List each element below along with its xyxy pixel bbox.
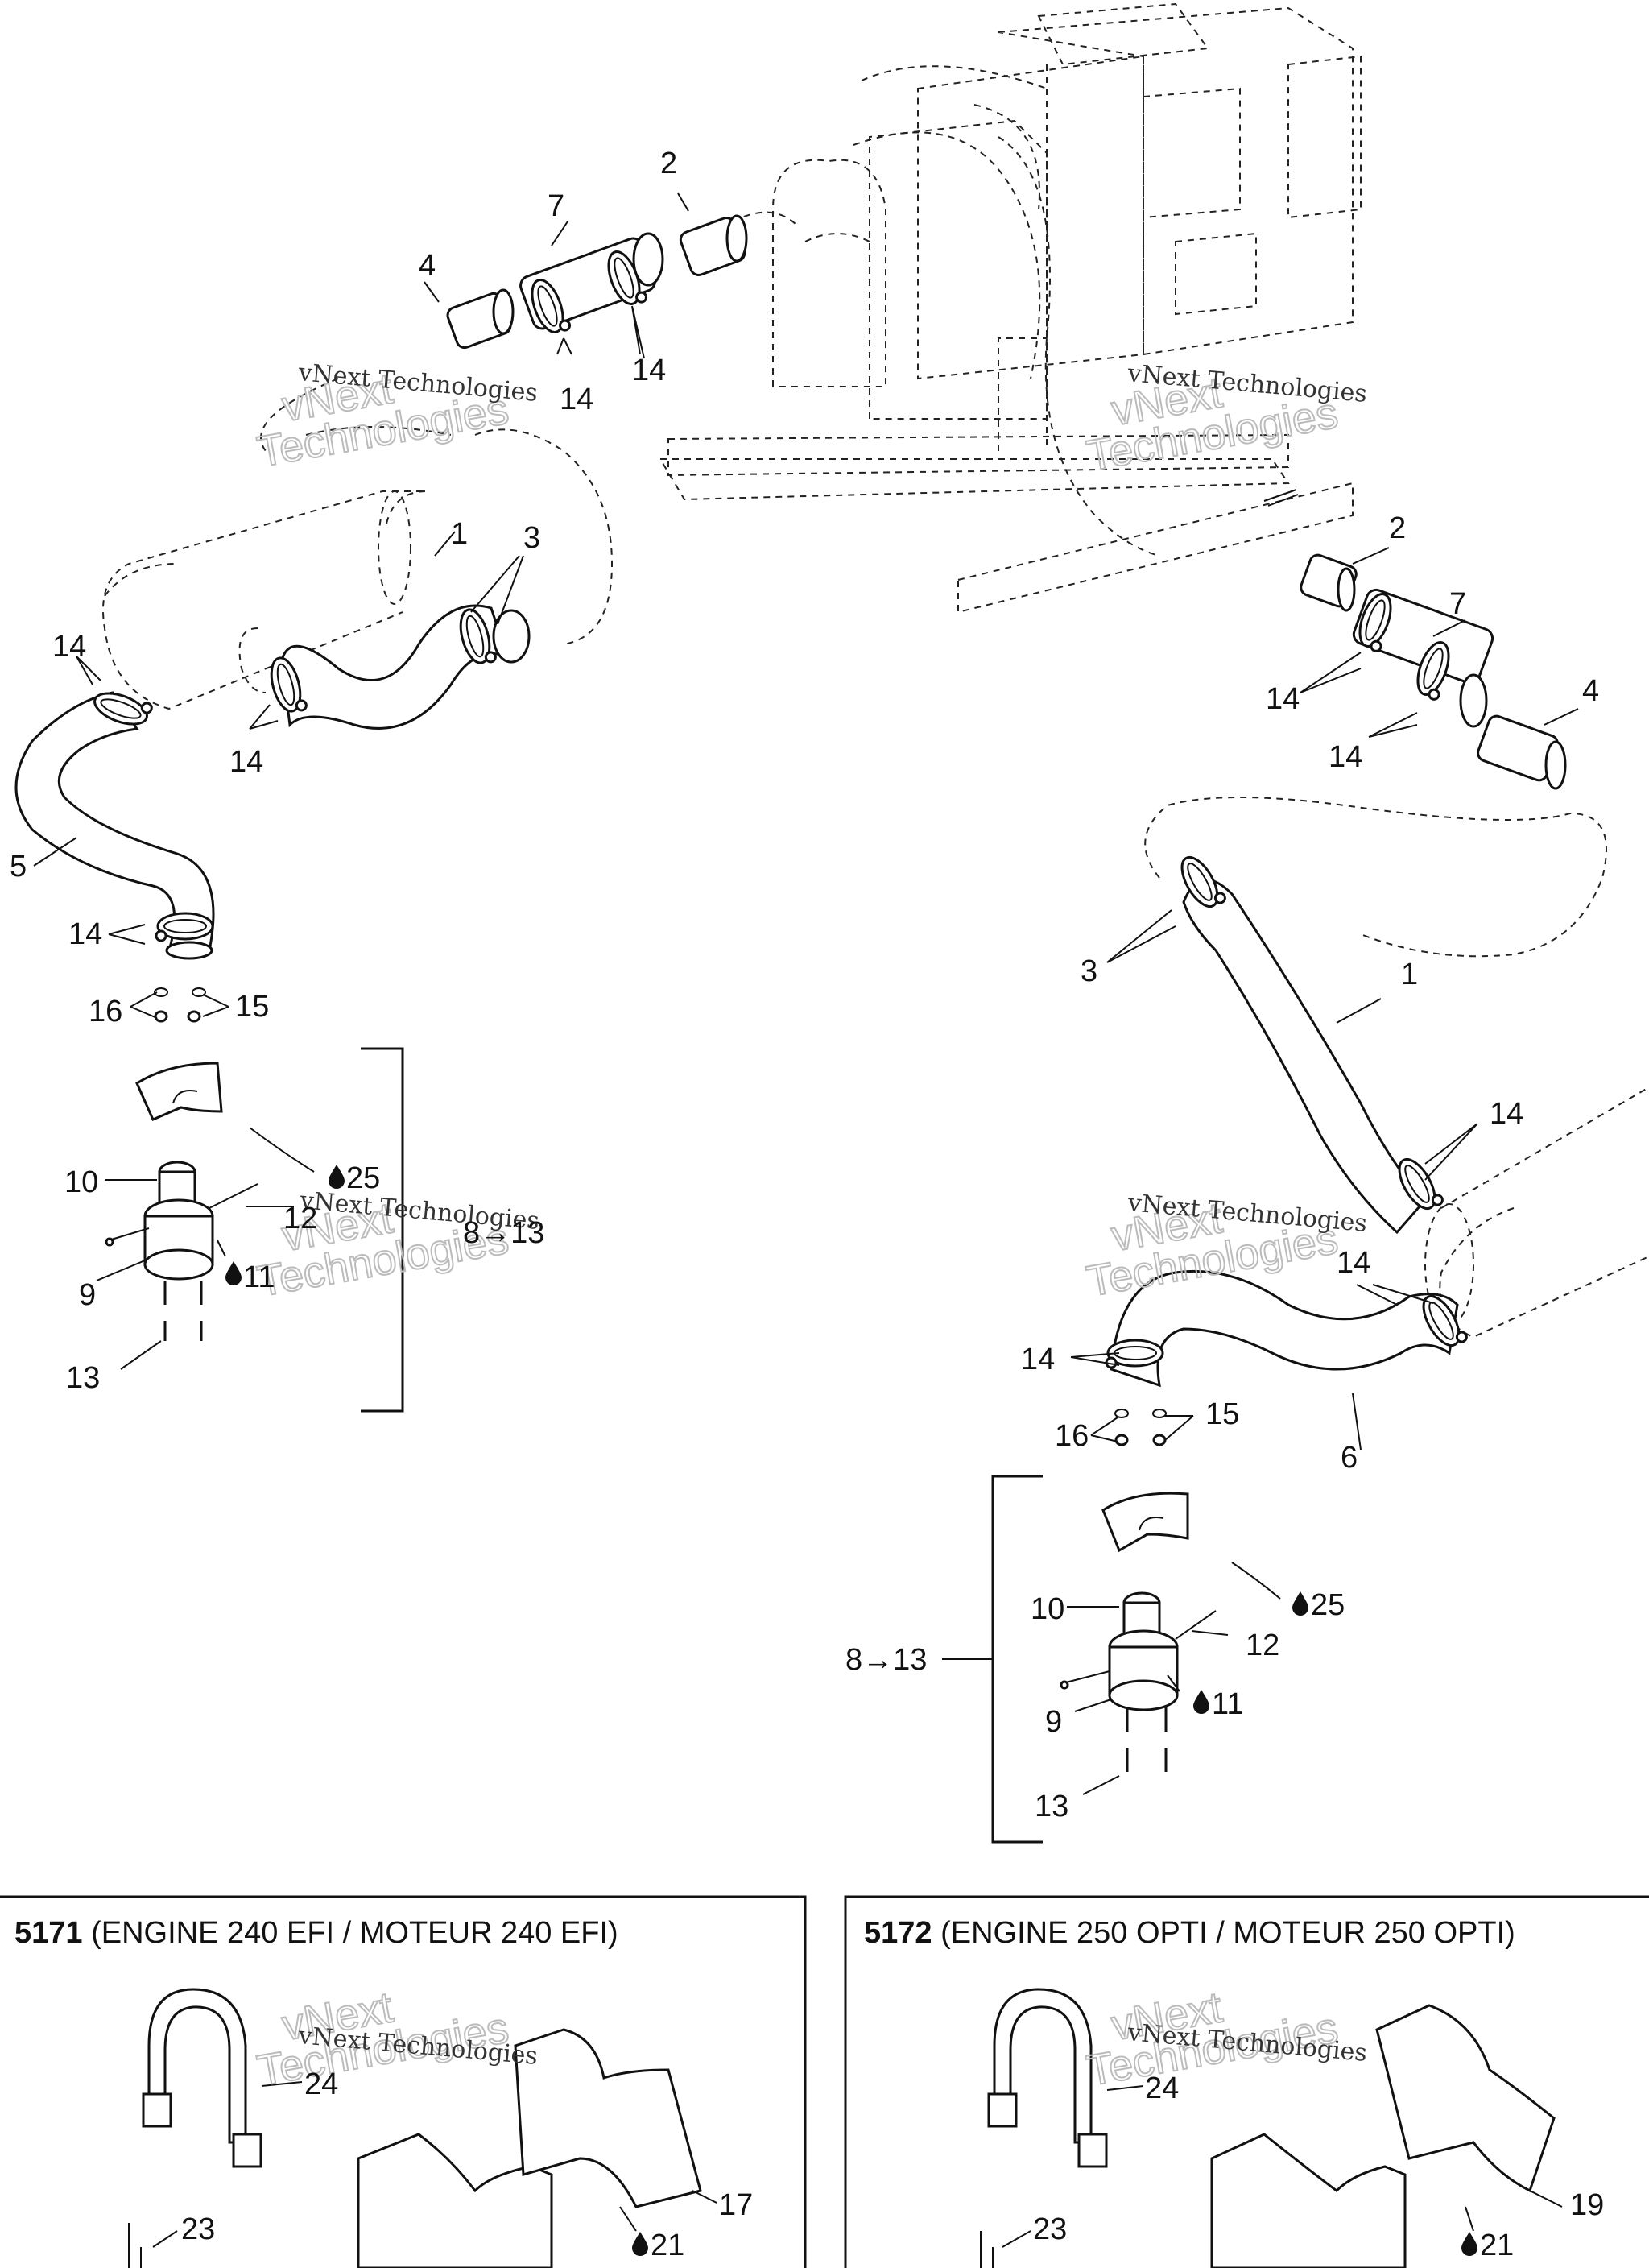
panel-5171: 5171 (ENGINE 240 EFI / MOTEUR 240 EFI) [0,1895,807,2268]
coupler-assembly-left [424,192,748,359]
callout-range-8-13: 8→13 [845,1643,927,1677]
callout-7: 7 [548,189,564,223]
callout-24: 24 [304,2067,338,2101]
callout-1: 1 [1401,958,1418,991]
callout-23: 23 [181,2212,215,2246]
callout-25: 25 [346,1161,380,1195]
callout-11: 11 [243,1260,275,1294]
oil-drop-icon [1292,1591,1308,1616]
callout-14: 14 [1490,1097,1523,1131]
callout-7: 7 [1449,587,1466,621]
callout-24: 24 [1145,2071,1179,2105]
callout-21: 21 [1480,2229,1514,2262]
panel-5171-title: 5171 (ENGINE 240 EFI / MOTEUR 240 EFI) [14,1916,618,1950]
callout-11: 11 [1212,1687,1243,1721]
oil-drop-icon [1461,2232,1477,2256]
callout-13: 13 [1035,1790,1068,1823]
callout-17: 17 [719,2188,753,2222]
callout-3: 3 [523,521,540,555]
callout-14: 14 [1021,1343,1055,1376]
callout-16: 16 [1055,1419,1089,1453]
muffler-assembly-left [14,378,614,960]
callout-range-8-13: 8→13 [463,1216,544,1250]
callout-12: 12 [283,1202,317,1235]
callout-14: 14 [560,383,593,416]
panel-5172: 5172 (ENGINE 250 OPTI / MOTEUR 250 OPTI) [844,1895,1649,2268]
callout-4: 4 [1582,674,1599,708]
callout-16: 16 [89,995,122,1028]
callout-10: 10 [1031,1592,1064,1626]
engine-outline [659,2,1362,614]
callout-14: 14 [632,354,666,387]
oil-drop-icon [1193,1690,1209,1714]
oil-drop-icon [632,2232,648,2256]
callouts: 2 7 4 14 14 1 3 14 14 5 14 16 15 10 25 1… [10,147,1604,2262]
callout-1: 1 [451,517,468,551]
coupler-assembly-right [1300,547,1579,790]
callout-2: 2 [660,147,677,180]
callout-19: 19 [1570,2188,1604,2222]
panel-5172-title: 5172 (ENGINE 250 OPTI / MOTEUR 250 OPTI) [864,1916,1515,1950]
callout-25: 25 [1311,1588,1345,1622]
callout-9: 9 [1045,1705,1062,1739]
callout-14: 14 [1329,740,1362,774]
muffler-assembly-right [1070,797,1649,1451]
callout-14: 14 [1266,682,1300,716]
water-pump-assembly-right [942,1475,1281,1844]
washer-nut-set-right [1090,1409,1194,1446]
oil-drop-icon [329,1165,345,1189]
water-pump-assembly-left [96,1047,404,1413]
callout-23: 23 [1033,2212,1067,2246]
callout-21: 21 [651,2229,684,2262]
callout-14: 14 [229,745,263,779]
callout-13: 13 [66,1361,100,1395]
callout-9: 9 [79,1278,96,1312]
callout-3: 3 [1081,954,1097,988]
watermark-1: vNext Technologies [253,363,513,477]
callout-10: 10 [64,1165,98,1199]
callout-6: 6 [1341,1441,1358,1475]
callout-15: 15 [235,990,269,1024]
callout-2: 2 [1389,511,1406,545]
callout-15: 15 [1205,1397,1239,1431]
callout-5: 5 [10,850,27,884]
callout-14: 14 [1337,1246,1370,1280]
callout-14: 14 [52,630,86,664]
oil-drop-icon [225,1261,242,1285]
washer-nut-set-left [130,987,229,1023]
callout-12: 12 [1246,1629,1279,1662]
callout-14: 14 [68,917,102,951]
callout-4: 4 [419,249,436,283]
